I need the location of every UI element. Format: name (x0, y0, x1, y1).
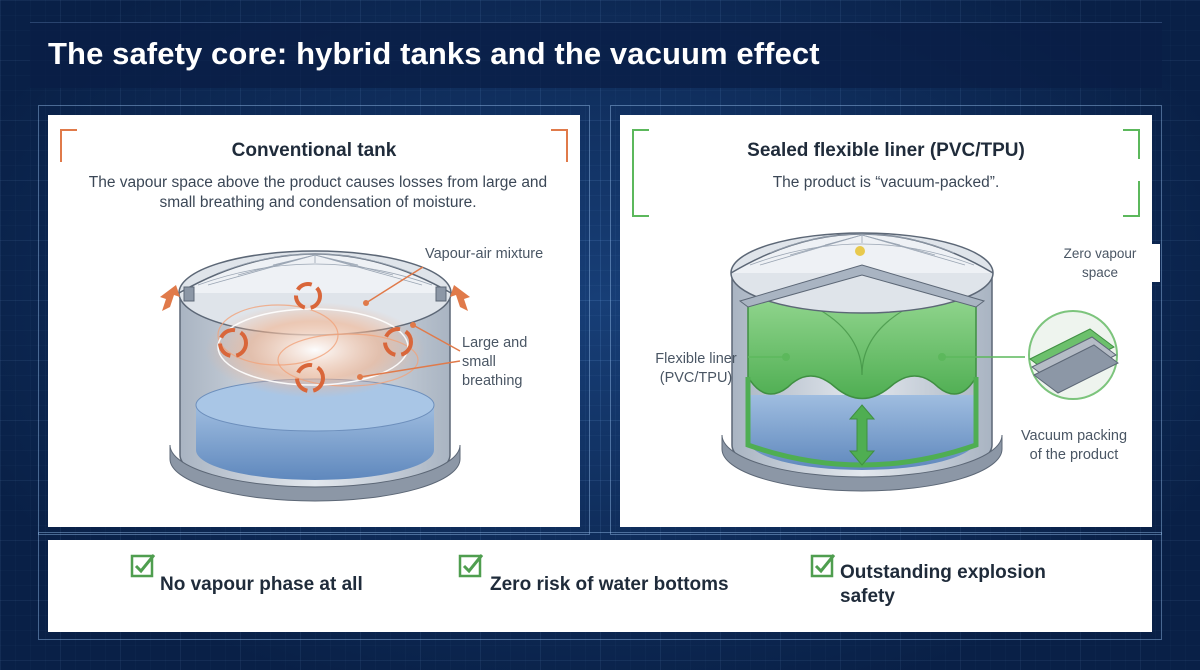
vent-arrow-icon (160, 285, 470, 311)
up-down-arrow-icon (848, 404, 876, 466)
benefit-line: Outstanding explosion (840, 562, 1046, 583)
flexible-liner-description: The product is “vacuum-packed”. (772, 174, 1000, 191)
conventional-tank-description: The vapour space above the product cause… (58, 173, 578, 213)
label-line: Zero vapour (1063, 246, 1137, 261)
label-line: space (1081, 265, 1119, 280)
label-flexible-liner: Flexible liner (PVC/TPU) (646, 350, 746, 388)
conventional-tank-illustration (160, 250, 470, 502)
label-line: Flexible liner (655, 351, 737, 367)
label-zero-vapour-space: Zero vapour space (1040, 244, 1160, 282)
benefit-zero-water-bottoms: Zero risk of water bottoms (490, 574, 729, 595)
corner-bracket-icon (1123, 129, 1140, 217)
page-title: The safety core: hybrid tanks and the va… (48, 36, 820, 71)
right-panel-frame (610, 105, 1162, 535)
title-bar (30, 22, 1162, 88)
label-line: breathing (462, 373, 523, 389)
label-line: of the product (1029, 447, 1119, 463)
benefit-explosion-safety: Outstanding explosion safety (840, 561, 1046, 609)
corner-bracket-icon (551, 129, 568, 162)
liner-material-detail (1028, 310, 1119, 400)
conventional-tank-title: Conventional tank (231, 140, 397, 161)
benefit-line: safety (840, 586, 895, 607)
label-line: small (462, 354, 496, 370)
corner-bracket-icon (632, 129, 649, 217)
benefit-no-vapour-phase: No vapour phase at all (160, 574, 363, 595)
label-line: Vacuum packing (1020, 428, 1128, 444)
label-vacuum-packing: Vacuum packing of the product (1012, 427, 1136, 465)
flexible-liner-panel: Sealed flexible liner (PVC/TPU) The prod… (620, 115, 1160, 527)
checkbox-check-icon (130, 554, 156, 578)
description-line: small breathing and condensation of mois… (159, 194, 477, 211)
left-panel-frame (38, 105, 590, 535)
label-line: (PVC/TPU) (659, 370, 733, 386)
label-line: Large and (462, 335, 528, 351)
circular-arrows-icon (218, 282, 413, 393)
checkbox-check-icon (810, 554, 836, 578)
flexible-liner-tank-illustration (721, 232, 1119, 492)
description-line: The vapour space above the product cause… (88, 174, 548, 191)
corner-bracket-icon (60, 129, 77, 162)
bottom-bar-frame (38, 532, 1162, 640)
conventional-tank-panel: Conventional tank The vapour space above… (48, 115, 580, 527)
label-breathing: Large and small breathing (462, 334, 528, 391)
benefits-bar: No vapour phase at all Zero risk of wate… (48, 540, 1152, 632)
flexible-liner-title: Sealed flexible liner (PVC/TPU) (747, 140, 1025, 161)
checkbox-check-icon (458, 554, 484, 578)
label-vapour-air-mixture: Vapour-air mixture (425, 245, 544, 264)
